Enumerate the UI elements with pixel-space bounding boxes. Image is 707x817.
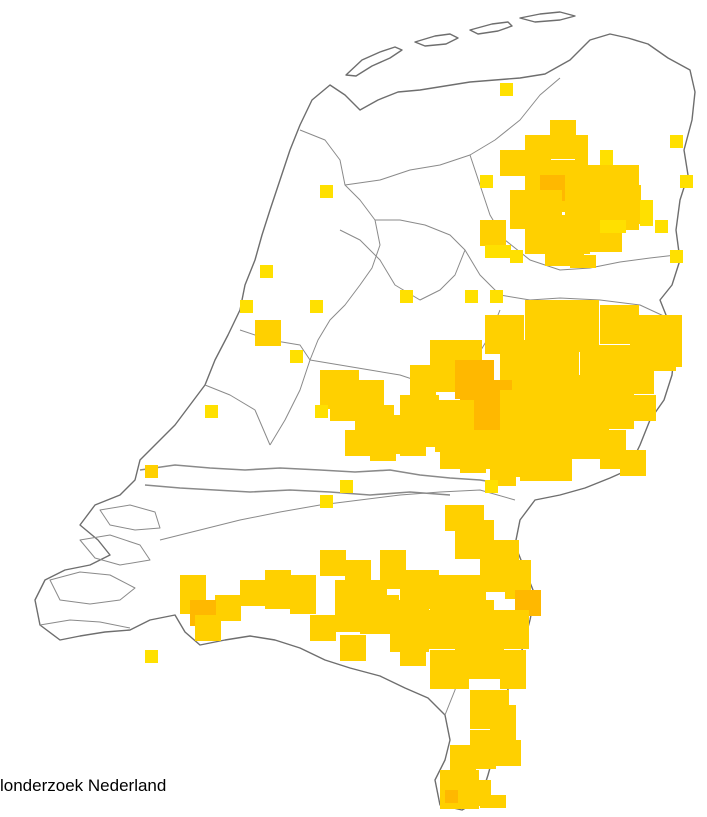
occurrence-cell [370, 435, 396, 461]
occurrence-cell [575, 135, 588, 174]
occurrence-cell [650, 345, 676, 371]
zeeland-islands [39, 504, 161, 629]
occurrence-cell [265, 570, 291, 609]
holland-border [204, 384, 271, 446]
credit-text: londerzoek Nederland [0, 776, 167, 795]
occurrence-cell [195, 615, 221, 641]
occurrence-cell [550, 120, 576, 159]
occurrence-cell [290, 350, 303, 363]
occurrence-cell [240, 300, 253, 313]
occurrence-cell [670, 135, 683, 148]
occurrence-cell [320, 550, 346, 576]
ijsselmeer-shore [299, 129, 381, 361]
occurrence-cell [510, 250, 523, 263]
wadden-islands [345, 11, 576, 77]
occurrence-cell [145, 650, 158, 663]
occurrence-cell [290, 575, 316, 614]
occurrence-cell [485, 480, 498, 493]
occurrence-cell [310, 615, 336, 641]
flevoland-border [339, 219, 466, 301]
occurrence-cell [600, 220, 626, 233]
occurrence-cell [560, 300, 599, 352]
occurrence-cell [330, 395, 356, 421]
occurrence-cell [400, 430, 426, 456]
occurrence-cell [420, 610, 459, 649]
occurrence-cell [430, 650, 469, 689]
brabant-border [159, 489, 516, 541]
occurrence-cell [255, 320, 281, 346]
occurrence-cell [445, 790, 458, 803]
occurrence-cell [465, 290, 478, 303]
occurrence-cell [320, 185, 333, 198]
occurrence-cell [500, 83, 513, 96]
occurrence-cell [655, 220, 668, 233]
occurrence-grid [145, 83, 693, 809]
occurrence-cell [315, 405, 328, 418]
occurrence-cell [570, 255, 596, 268]
occurrence-cell [615, 185, 641, 224]
occurrence-cell [320, 495, 333, 508]
rhine-waal-rivers [139, 464, 511, 496]
occurrence-cell [340, 635, 366, 661]
occurrence-cell [340, 480, 353, 493]
occurrence-cell [480, 795, 506, 808]
overijssel-border [464, 249, 669, 319]
occurrence-cell [490, 290, 503, 303]
occurrence-cell [630, 395, 656, 421]
occurrence-cell [400, 290, 413, 303]
occurrence-cell [560, 375, 599, 427]
occurrence-cell [345, 430, 371, 456]
occurrence-cell [495, 740, 521, 766]
occurrence-cell [670, 250, 683, 263]
occurrence-cell [500, 650, 526, 689]
occurrence-cell [520, 455, 572, 481]
occurrence-cell [480, 220, 506, 246]
occurrence-cell [460, 460, 486, 473]
occurrence-cell [450, 745, 476, 771]
occurrence-cell [400, 640, 426, 666]
occurrence-cell [480, 175, 493, 188]
occurrence-cell [680, 175, 693, 188]
occurrence-cell [640, 200, 653, 226]
occurrence-cell [260, 265, 273, 278]
occurrence-cell [205, 405, 218, 418]
occurrence-cell [145, 465, 158, 478]
province-outlines [34, 11, 696, 811]
occurrence-cell [465, 640, 504, 679]
occurrence-cell [620, 450, 646, 476]
occurrence-cell [485, 245, 511, 258]
occurrence-cell [310, 300, 323, 313]
utrecht-border [239, 329, 311, 446]
occurrence-cell [615, 355, 654, 394]
